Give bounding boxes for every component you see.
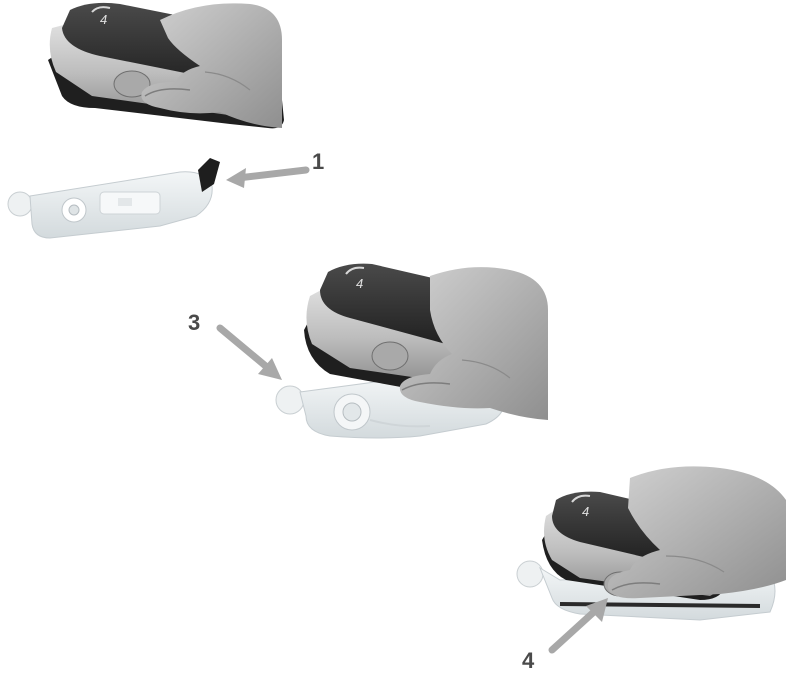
step1-base-plate	[8, 158, 220, 238]
svg-text:4: 4	[356, 276, 363, 291]
step1-arrow	[226, 168, 306, 188]
svg-text:4: 4	[582, 504, 589, 519]
svg-text:4: 4	[100, 12, 107, 27]
step-label-1: 1	[312, 151, 324, 173]
step-label-4: 4	[522, 650, 534, 672]
step-label-3: 3	[188, 312, 200, 334]
step3-arrow	[220, 328, 282, 380]
